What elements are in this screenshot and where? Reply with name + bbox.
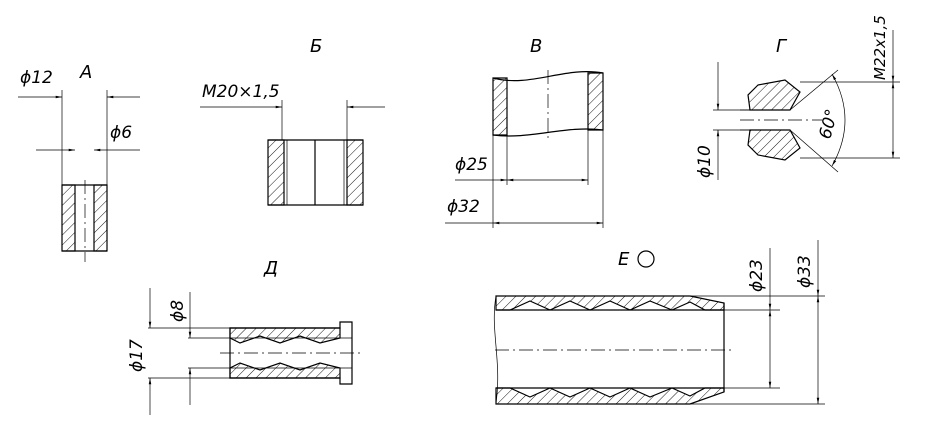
dim-g-diam: ϕ10 (695, 145, 715, 178)
view-b: Б M20×1,5 (200, 36, 385, 206)
view-d: Д ϕ8 ϕ17 (127, 258, 360, 415)
dim-a-outer: ϕ12 (20, 68, 53, 88)
dim-a-inner: ϕ6 (110, 123, 132, 143)
view-label-d: Д (263, 258, 278, 279)
view-label-g: Г (776, 36, 788, 57)
dim-e-outer: ϕ33 (795, 255, 815, 288)
dim-v-inner: ϕ25 (455, 155, 488, 175)
dim-d-inner: ϕ8 (168, 300, 188, 322)
dim-b-thread: M20×1,5 (202, 82, 280, 102)
dim-g-thread: M22x1,5 (871, 15, 889, 80)
view-e: Е ϕ23 ϕ33 (493, 240, 825, 405)
view-v: В ϕ25 ϕ32 (445, 36, 604, 228)
rotated-view-icon (637, 250, 655, 268)
view-label-b: Б (310, 36, 322, 57)
view-g: Г 60° ϕ10 M22x1,5 (695, 15, 900, 180)
dim-e-inner: ϕ23 (747, 259, 767, 292)
dim-v-outer: ϕ32 (447, 197, 480, 217)
dim-d-outer: ϕ17 (127, 339, 147, 372)
view-label-a: А (79, 62, 92, 83)
view-label-e: Е (618, 249, 630, 270)
view-label-v: В (530, 36, 542, 57)
dim-g-angle: 60° (816, 107, 843, 141)
view-a: А ϕ12 ϕ6 (18, 62, 140, 262)
